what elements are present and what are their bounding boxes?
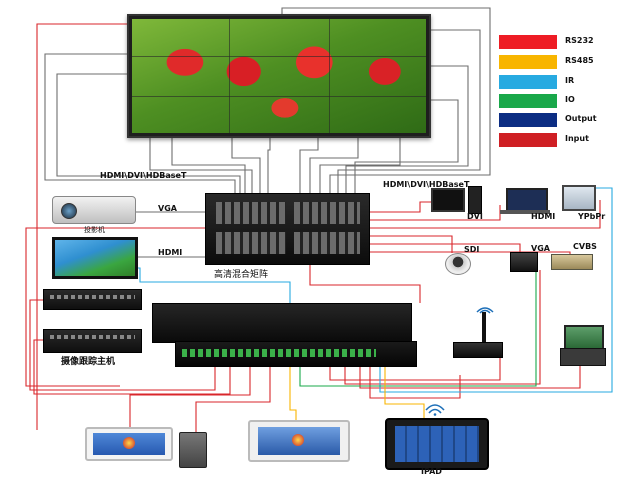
projector (52, 196, 136, 224)
emblem-icon (123, 437, 135, 449)
legend-swatch (499, 113, 557, 127)
legend-label: Output (565, 114, 597, 123)
matrix-ports (294, 202, 360, 224)
legend-item: RS232 (499, 35, 619, 49)
central-controller-rear (175, 341, 417, 367)
controller-ports (182, 349, 376, 357)
pc-tower (468, 186, 482, 214)
wall-seam (132, 56, 426, 57)
legend-item: Output (499, 113, 619, 127)
rs485-wires (289, 365, 425, 420)
display-tv (52, 237, 138, 279)
wireless-transceiver (179, 432, 207, 468)
matrix-ports (294, 232, 360, 254)
label-ypbpr: YPbPr (578, 212, 606, 221)
label-hdmi-left: HDMI\DVI\HDBaseT (100, 171, 187, 180)
lift-monitor-base (560, 348, 606, 366)
video-conference-terminal (562, 185, 596, 211)
label-vga-out: VGA (158, 204, 177, 213)
video-wall-image (132, 19, 426, 133)
matrix-ports (216, 202, 286, 224)
label-sdi: SDI (464, 245, 480, 254)
central-controller (152, 303, 412, 343)
label-dvi: DVI (467, 212, 483, 221)
legend-item: RS485 (499, 55, 619, 69)
label-hdmi-out: HDMI (158, 248, 183, 257)
wifi-signal-icon (425, 404, 445, 416)
touch-panel-wall (248, 420, 350, 462)
legend-swatch (499, 75, 557, 89)
ipad-controller (385, 418, 489, 470)
wall-seam (329, 19, 330, 133)
vga-source (510, 252, 538, 272)
legend-swatch (499, 55, 557, 69)
wall-seam (132, 96, 426, 97)
label-matrix: 高清混合矩阵 (214, 270, 269, 280)
legend-label: IR (565, 76, 575, 85)
legend-label: IO (565, 95, 575, 104)
tracking-host-unit (43, 289, 142, 310)
wifi-signal-icon (476, 307, 494, 314)
legend-label: Input (565, 134, 589, 143)
laptop (506, 188, 548, 214)
legend-item: IR (499, 75, 619, 89)
router-antenna (482, 312, 486, 342)
legend-swatch (499, 94, 557, 108)
label-projector: 投影机 (84, 226, 105, 234)
legend-item: Input (499, 133, 619, 147)
hd-hybrid-matrix (205, 193, 370, 265)
ipad-screen (395, 426, 479, 462)
legend-item: IO (499, 94, 619, 108)
unit-leds (50, 335, 135, 339)
io-wires (299, 270, 537, 387)
pc-monitor (431, 188, 465, 212)
dvd-player (551, 254, 593, 270)
wall-seam (229, 19, 230, 133)
label-ipad: IPAD (421, 467, 442, 476)
legend-swatch (499, 133, 557, 147)
legend-swatch (499, 35, 557, 49)
label-hdmi-in: HDMI (531, 212, 556, 221)
matrix-ports (216, 232, 286, 254)
emblem-icon (292, 434, 304, 446)
label-cvbs: CVBS (573, 242, 597, 251)
label-hdmi-right: HDMI\DVI\HDBaseT (383, 180, 470, 189)
tracking-host-unit (43, 329, 142, 353)
video-wall (127, 14, 431, 138)
ptz-camera (445, 253, 471, 275)
projector-lens (61, 203, 77, 219)
legend-label: RS485 (565, 56, 594, 65)
laptop-base (500, 210, 550, 214)
output-wires (44, 7, 491, 258)
touch-panel-desktop (85, 427, 173, 461)
unit-leds (50, 295, 135, 299)
legend-label: RS232 (565, 36, 594, 45)
label-camera-tracking-host: 摄像跟踪主机 (61, 357, 116, 367)
label-vga-in: VGA (531, 244, 550, 253)
wireless-router (453, 342, 503, 358)
rs232-wires (25, 23, 601, 432)
